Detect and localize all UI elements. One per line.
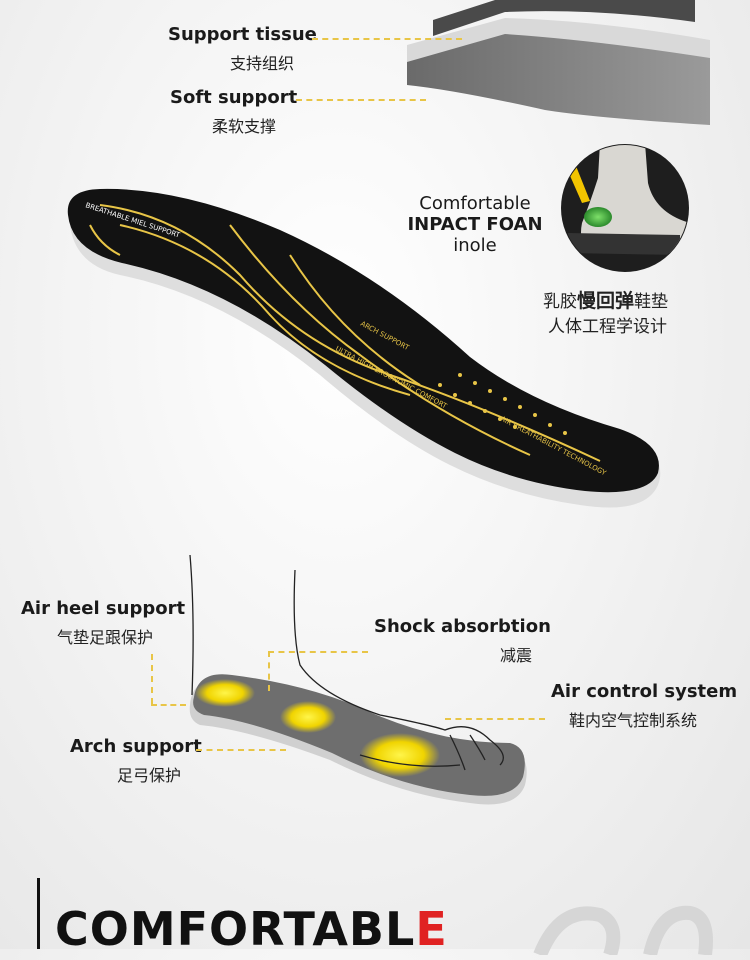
foot-insole-illustration xyxy=(189,555,527,805)
page-heading-main: COMFORTABL xyxy=(55,902,416,956)
foam-zh-line2: 人体工程学设计 xyxy=(548,317,667,337)
foam-zh1-pre: 乳胶 xyxy=(543,292,577,312)
air-heel-leader-v xyxy=(151,654,153,704)
soft-support-label-zh: 柔软支撑 xyxy=(212,117,277,136)
layer-stack-illustration xyxy=(407,0,710,125)
foam-line3: inole xyxy=(453,235,497,256)
heading-watermark xyxy=(520,895,720,958)
foam-zh1-bold: 慢回弹 xyxy=(577,290,635,312)
support-tissue-label: Support tissue xyxy=(168,24,317,45)
page-heading: COMFORTABLE xyxy=(55,902,448,956)
foot-closeup-illustration xyxy=(561,144,689,272)
support-tissue-leader xyxy=(312,38,462,40)
arch-label: Arch support xyxy=(70,736,202,757)
support-tissue-label-zh: 支持组织 xyxy=(230,54,295,73)
heading-bar xyxy=(37,878,40,949)
page-heading-accent: E xyxy=(415,902,448,956)
soft-support-label: Soft support xyxy=(170,87,298,108)
foam-zh1-post: 鞋垫 xyxy=(634,292,669,312)
air-heel-label-zh: 气垫足跟保护 xyxy=(57,628,154,647)
foam-zh-line1: 乳胶慢回弹鞋垫 xyxy=(543,286,668,313)
foam-label-block: Comfortable INPACT FOAN inole xyxy=(400,193,550,256)
shock-leader xyxy=(268,651,368,653)
air-control-label: Air control system xyxy=(551,681,738,702)
foam-line1: Comfortable xyxy=(419,193,531,214)
air-heel-leader-h xyxy=(151,704,186,706)
shock-label: Shock absorbtion xyxy=(374,616,551,637)
air-heel-label: Air heel support xyxy=(21,598,186,619)
foam-line2: INPACT FOAN xyxy=(407,214,543,235)
shock-leader-v xyxy=(268,651,270,691)
arch-leader xyxy=(196,749,286,751)
air-control-leader xyxy=(445,718,545,720)
arch-label-zh: 足弓保护 xyxy=(117,766,182,785)
air-control-label-zh: 鞋内空气控制系统 xyxy=(569,711,698,730)
shock-label-zh: 减震 xyxy=(500,646,533,665)
insole-illustration: BREATHABLE MIEL SUPPORT ARCH SUPPORT ULT… xyxy=(67,188,661,508)
soft-support-leader xyxy=(296,99,426,101)
